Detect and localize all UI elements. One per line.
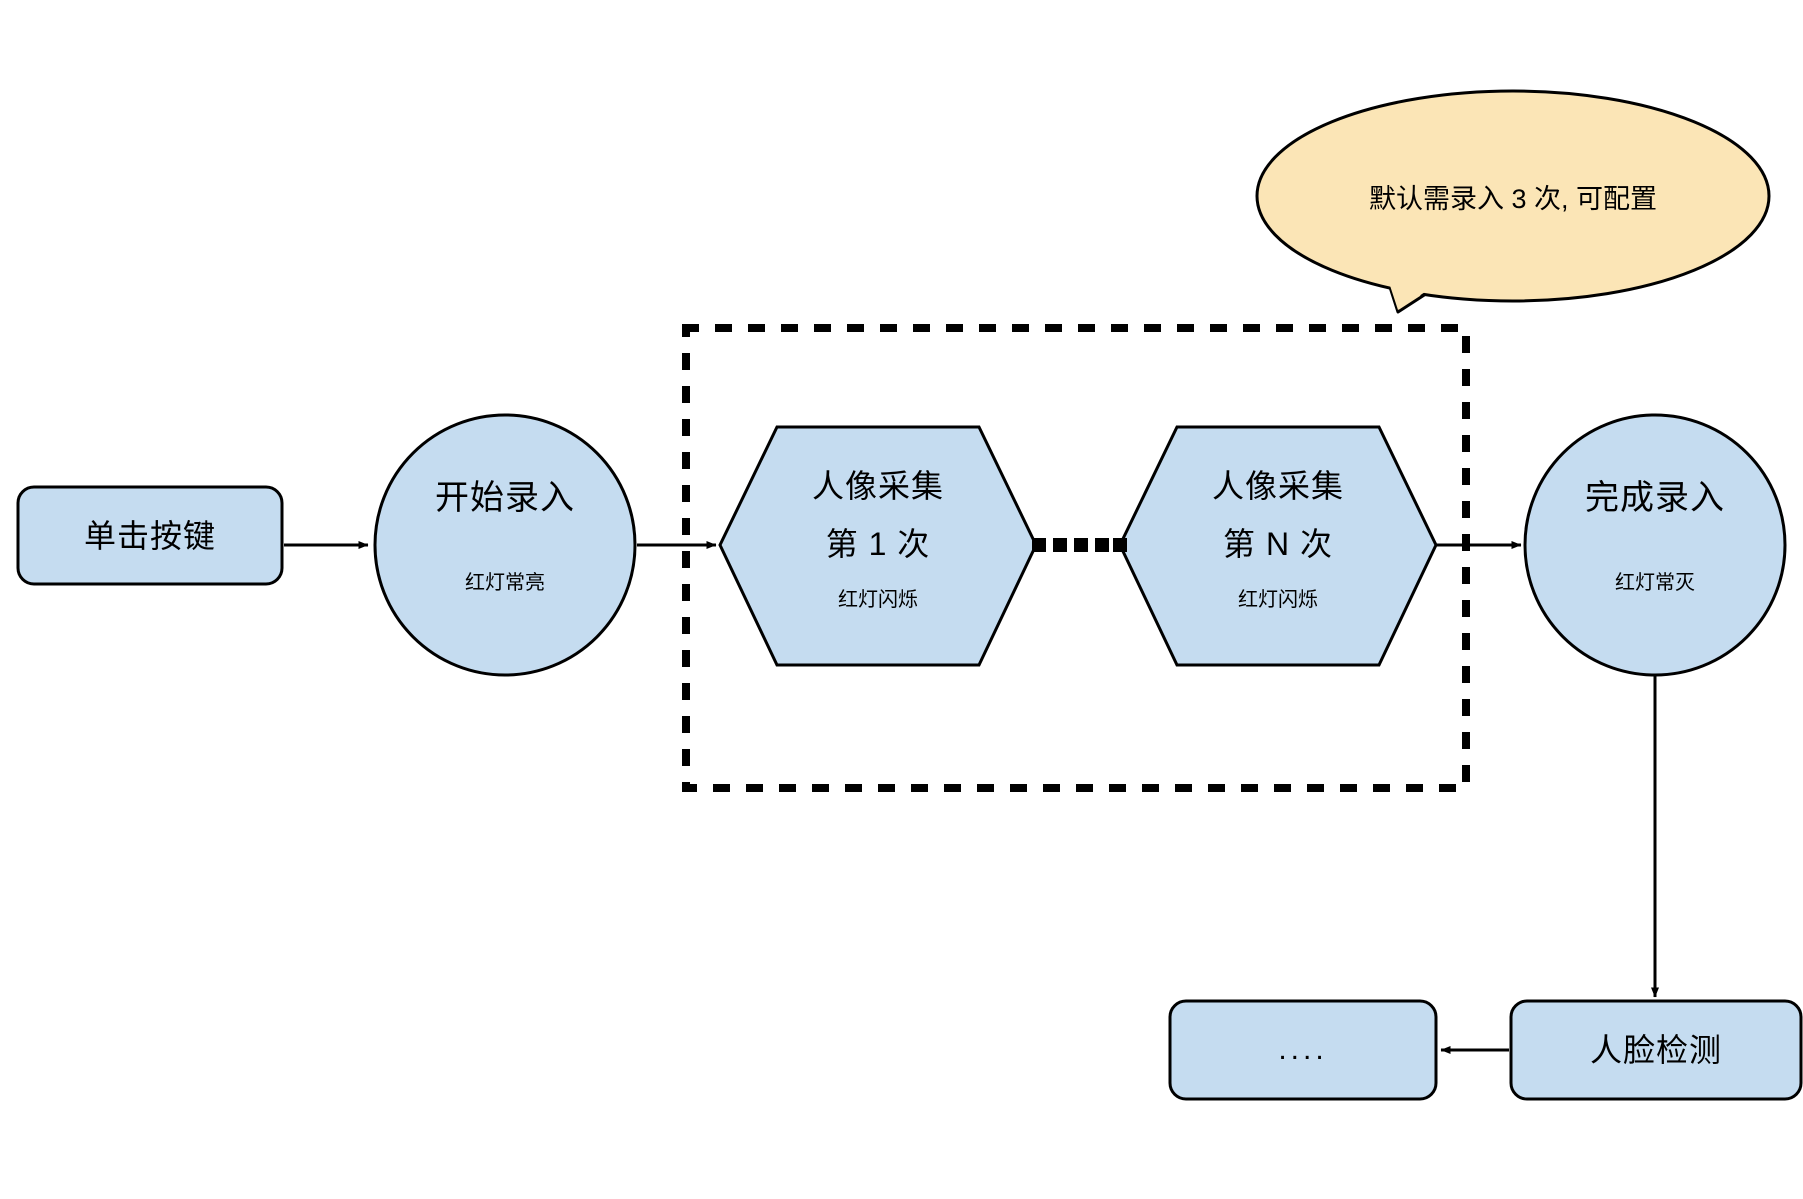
node-click-key-shape[interactable] [16,485,284,586]
node-capture-nth-shape[interactable] [1118,425,1438,667]
callout-bubble [1255,89,1771,303]
node-capture-first-shape[interactable] [718,425,1038,667]
node-face-detect-shape[interactable] [1509,999,1803,1101]
node-finish-enroll-shape[interactable] [1523,413,1787,677]
node-more-steps-shape[interactable] [1168,999,1438,1101]
ellipsis-between-captures [1032,538,1127,552]
callout-tail-fill [1381,258,1461,310]
node-start-enroll-shape[interactable] [373,413,637,677]
loop-group-border [682,324,1470,792]
